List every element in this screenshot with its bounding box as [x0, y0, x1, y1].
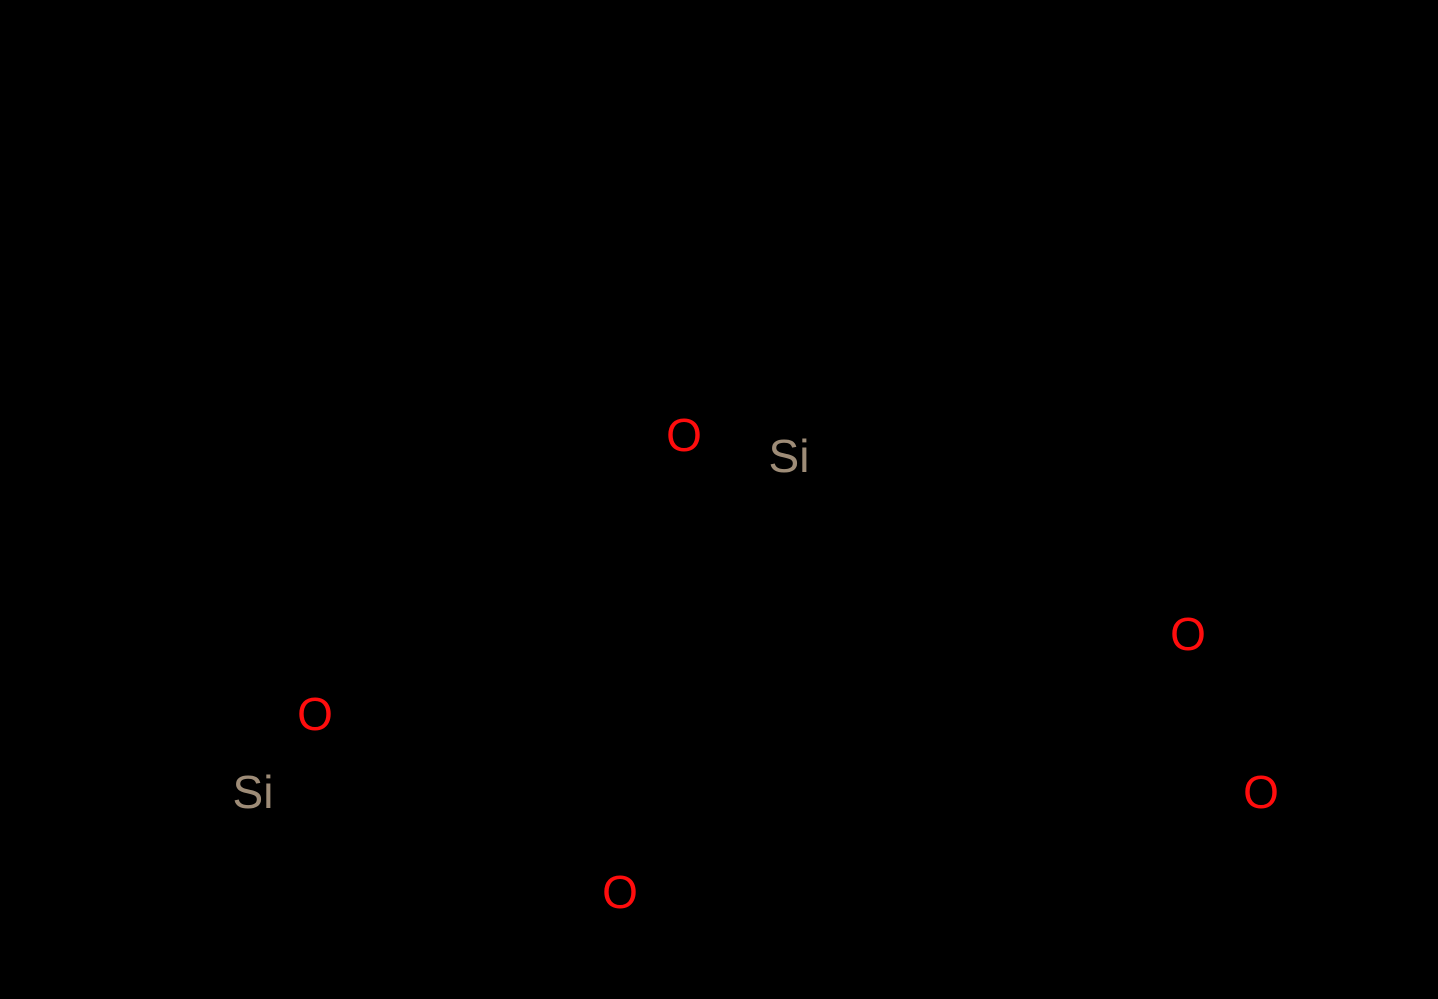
bond: [638, 837, 722, 878]
bond: [1227, 719, 1250, 769]
bond: [275, 738, 303, 777]
bond: [298, 517, 377, 568]
bond: [448, 697, 527, 743]
bond: [368, 187, 447, 238]
bond: [828, 697, 907, 743]
bond: [1229, 687, 1311, 723]
bond: [978, 697, 1057, 748]
bond: [523, 827, 602, 878]
bond: [628, 172, 702, 223]
bond: [888, 357, 972, 403]
bond: [18, 187, 92, 238]
bond: [88, 187, 162, 238]
bond: [1128, 568, 1172, 614]
bond: [448, 517, 527, 568]
bond: [757, 349, 792, 426]
atom-label-o: O: [297, 688, 333, 740]
bond: [698, 172, 777, 223]
bond: [298, 312, 372, 363]
bond: [158, 187, 232, 238]
bond: [1309, 687, 1386, 723]
bond: [752, 599, 763, 696]
bond: [1053, 567, 1132, 618]
bond: [373, 517, 452, 568]
bond: [698, 298, 762, 352]
bond: [282, 439, 303, 521]
bond: [523, 517, 602, 568]
atom-label-si: Si: [233, 766, 274, 818]
atom-label-o: O: [666, 409, 702, 461]
bond: [718, 837, 792, 893]
bond: [813, 397, 892, 443]
bond: [593, 187, 672, 233]
bond: [298, 187, 372, 238]
bond: [598, 647, 680, 698]
bond: [598, 517, 680, 568]
bond: [676, 647, 757, 698]
bond: [282, 359, 303, 441]
bond: [1043, 357, 1122, 403]
bond: [158, 877, 232, 928]
bond: [227, 821, 256, 881]
bond: [1193, 357, 1272, 403]
bond: [523, 692, 602, 743]
bond: [1118, 232, 1192, 283]
atom-label-o: O: [1243, 766, 1279, 818]
bond: [1053, 697, 1122, 748]
bond: [228, 877, 302, 928]
bond: [1118, 357, 1197, 403]
bond: [703, 417, 762, 448]
bond: [1268, 357, 1347, 403]
atom-label-o: O: [602, 866, 638, 918]
bond: [1192, 656, 1233, 722]
bond: [128, 737, 202, 783]
bond: [149, 767, 223, 795]
bond: [248, 298, 302, 362]
atom-label-o: O: [1170, 608, 1206, 660]
bond: [1343, 357, 1422, 403]
bond: [88, 767, 152, 803]
bond: [443, 187, 522, 238]
bond: [1282, 757, 1361, 793]
bond: [448, 392, 522, 443]
bond: [228, 187, 302, 238]
atom-label-si: Si: [769, 430, 810, 482]
bond: [338, 717, 377, 743]
bond: [599, 412, 667, 443]
bond: [518, 187, 597, 238]
bond: [968, 357, 1047, 403]
bond: [373, 697, 452, 743]
bond: [753, 692, 832, 743]
bond: [903, 697, 982, 748]
bond: [1358, 757, 1422, 803]
bond: [757, 489, 792, 601]
bond-layer: [18, 155, 1422, 928]
